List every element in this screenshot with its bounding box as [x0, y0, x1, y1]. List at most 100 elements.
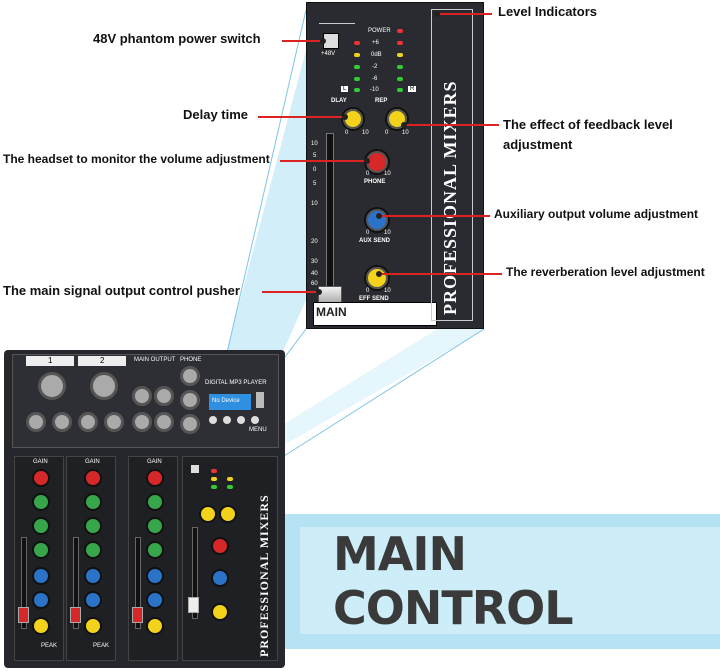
ch1-pan-knob[interactable] — [32, 617, 50, 635]
mp3-menu-label: MENU — [249, 427, 267, 433]
scale-5b: 5 — [313, 181, 317, 187]
ch3-low-knob[interactable] — [146, 541, 164, 559]
eff-send-label: EFF SEND — [359, 296, 389, 302]
master-phantom-switch[interactable] — [191, 465, 199, 473]
aux-send-knob[interactable] — [364, 207, 390, 233]
ch3-gain-knob[interactable] — [146, 469, 164, 487]
plus48v-label: +48V — [321, 51, 336, 57]
mp3-button-4[interactable] — [251, 416, 259, 424]
usb-port[interactable] — [256, 392, 264, 408]
scale-5a: 5 — [313, 153, 317, 159]
callout-line-headset — [280, 160, 366, 162]
eff-min: 0 — [366, 288, 370, 294]
callout-dot-main — [316, 289, 322, 295]
led-r-minus2 — [397, 65, 403, 69]
main-label-box — [313, 302, 437, 326]
master-phone-knob[interactable] — [211, 537, 229, 555]
callout-line-level — [438, 13, 492, 15]
main-out-jack-3[interactable] — [132, 412, 152, 432]
meter-r-label: R — [408, 86, 417, 92]
ch1-insert-jack[interactable] — [26, 412, 46, 432]
main-label: MAIN — [316, 305, 347, 319]
scale-10b: 10 — [311, 201, 318, 207]
main-out-jack-4[interactable] — [154, 412, 174, 432]
master-aux-knob[interactable] — [211, 569, 229, 587]
ch2-insert-jack[interactable] — [78, 412, 98, 432]
mp3-button-2[interactable] — [223, 416, 231, 424]
phone-output-label: PHONE — [180, 357, 202, 363]
ch2-eff-knob[interactable] — [84, 591, 102, 609]
ch2-mid-knob[interactable] — [84, 517, 102, 535]
ch1-low-knob[interactable] — [32, 541, 50, 559]
master-fader-slot — [192, 527, 198, 619]
ch2-gain-label: GAIN — [85, 459, 100, 465]
callout-dot-level — [434, 11, 440, 17]
feedback-callout-line2: adjustment — [503, 137, 573, 152]
mixer-device: 1 2 MAIN OUTPUT PHONE DIGITAL MP3 PLAYER… — [4, 350, 285, 668]
led-l-0db — [354, 53, 360, 57]
ch2-label: 2 — [100, 356, 105, 365]
ch2-high-knob[interactable] — [84, 493, 102, 511]
ch3-mid-knob[interactable] — [146, 517, 164, 535]
ch1-mid-knob[interactable] — [32, 517, 50, 535]
ch3-high-knob[interactable] — [146, 493, 164, 511]
ch3-pan-knob[interactable] — [146, 617, 164, 635]
meter-minus2-label: -2 — [372, 64, 378, 70]
callout-line-aux — [380, 215, 490, 217]
ch2-gain-knob[interactable] — [84, 469, 102, 487]
channel-strip-3: GAIN — [128, 456, 178, 661]
ch3-aux-knob[interactable] — [146, 567, 164, 585]
ch1-eff-knob[interactable] — [32, 591, 50, 609]
ch3-fader-cap[interactable] — [132, 607, 143, 623]
aux-min: 0 — [366, 230, 370, 236]
delay-time-knob[interactable] — [341, 107, 365, 131]
phone-jack[interactable] — [180, 366, 200, 386]
aux-max: 10 — [384, 230, 391, 236]
ch1-line-jack[interactable] — [52, 412, 72, 432]
eff-jack[interactable] — [180, 414, 200, 434]
rep-label: REP — [375, 98, 388, 104]
scale-10a: 10 — [311, 141, 318, 147]
mixer-vertical-title: PROFESSIONAL MIXERS — [257, 494, 271, 657]
ch2-aux-knob[interactable] — [84, 567, 102, 585]
ch1-fader-cap[interactable] — [18, 607, 29, 623]
main-out-jack-2[interactable] — [154, 386, 174, 406]
dlay-min: 0 — [345, 130, 349, 136]
mp3-button-1[interactable] — [209, 416, 217, 424]
led-r-minus10 — [397, 88, 403, 92]
ch3-gain-label: GAIN — [147, 459, 162, 465]
dlay-max: 10 — [362, 130, 369, 136]
led-r-plus6 — [397, 41, 403, 45]
ch2-xlr-input[interactable] — [90, 372, 118, 400]
channel-strip-2: GAIN PEAK — [66, 456, 116, 661]
meter-minus10-label: -10 — [370, 87, 379, 93]
ch2-fader-cap[interactable] — [70, 607, 81, 623]
ch1-gain-knob[interactable] — [32, 469, 50, 487]
meter-power-label: POWER — [368, 28, 391, 34]
ch1-xlr-input[interactable] — [38, 372, 66, 400]
ch1-label: 1 — [48, 356, 53, 365]
ch2-line-jack[interactable] — [104, 412, 124, 432]
ch1-high-knob[interactable] — [32, 493, 50, 511]
mp3-button-3[interactable] — [237, 416, 245, 424]
callout-line-delay — [258, 116, 344, 118]
headset-volume-callout: The headset to monitor the volume adjust… — [3, 152, 270, 166]
master-rep-knob[interactable] — [219, 505, 237, 523]
ch2-pan-knob[interactable] — [84, 617, 102, 635]
eff-send-knob[interactable] — [364, 265, 390, 291]
ch1-aux-knob[interactable] — [32, 567, 50, 585]
master-fader-cap[interactable] — [188, 597, 199, 613]
ch1-peak-label: PEAK — [41, 643, 58, 649]
ch3-eff-knob[interactable] — [146, 591, 164, 609]
led-l-minus2 — [354, 65, 360, 69]
main-out-jack-1[interactable] — [132, 386, 152, 406]
scale-40: 40 — [311, 271, 318, 277]
mp3-display-text: No Device — [212, 398, 240, 404]
aux-output-callout: Auxiliary output volume adjustment — [494, 207, 699, 221]
ch2-low-knob[interactable] — [84, 541, 102, 559]
delay-time-callout: Delay time — [183, 107, 249, 122]
master-eff-knob[interactable] — [211, 603, 229, 621]
master-delay-knob[interactable] — [199, 505, 217, 523]
phone-label: PHONE — [364, 179, 386, 185]
aux-jack[interactable] — [180, 390, 200, 410]
